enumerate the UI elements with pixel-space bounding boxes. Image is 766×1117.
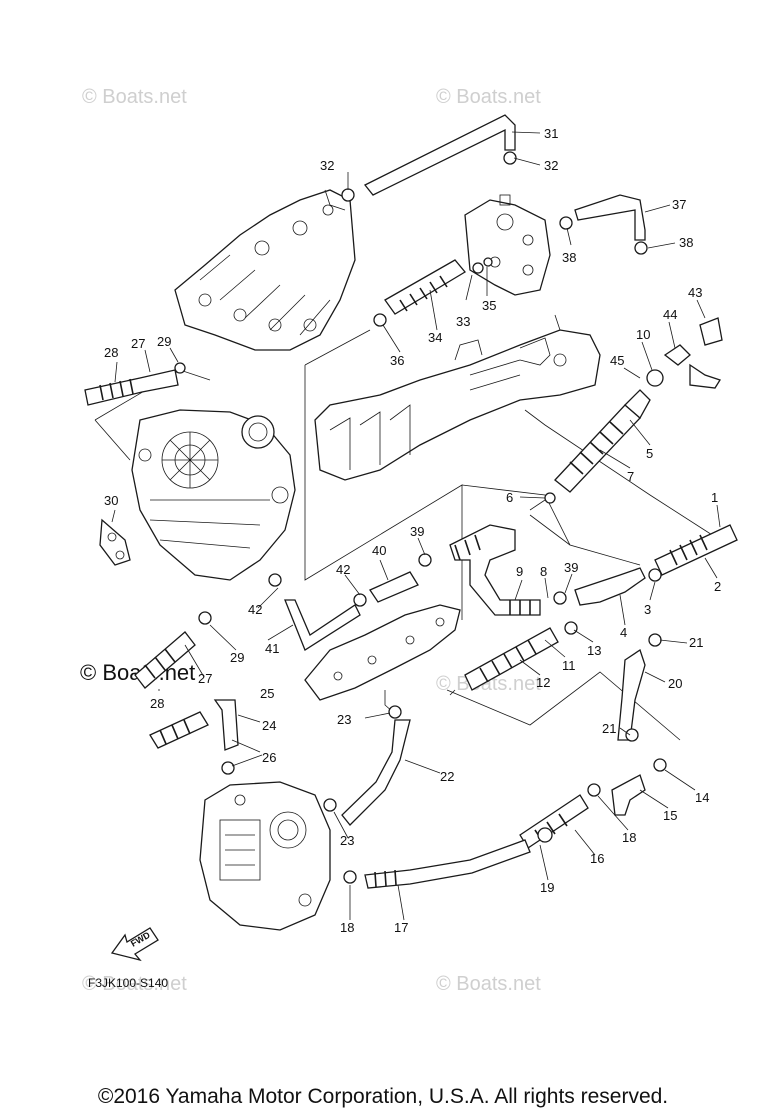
watermark: © Boats.net	[436, 86, 541, 108]
callout-34: 34	[428, 330, 442, 345]
callout-29: 29	[230, 650, 244, 665]
callout-45: 45	[610, 353, 624, 368]
exhaust-chamber	[314, 329, 601, 481]
callout-38: 38	[562, 250, 576, 265]
callout-11: 11	[562, 658, 576, 673]
callout-17: 17	[394, 920, 408, 935]
exhaust-manifold	[174, 189, 356, 351]
callout-31: 31	[544, 126, 558, 141]
callout-28: 28	[150, 696, 164, 711]
copyright-notice: ©2016 Yamaha Motor Corporation, U.S.A. A…	[97, 1085, 669, 1108]
callout-3: 3	[644, 602, 651, 617]
callout-39: 39	[410, 524, 424, 539]
callout-20: 20	[668, 676, 682, 691]
callout-13: 13	[587, 643, 601, 658]
callout-19: 19	[540, 880, 554, 895]
jet-pump	[131, 409, 296, 581]
callout-28: 28	[104, 345, 118, 360]
callout-18: 18	[622, 830, 636, 845]
callout-36: 36	[390, 353, 404, 368]
callout-25: 25	[260, 686, 274, 701]
callout-38: 38	[679, 235, 693, 250]
callout-14: 14	[695, 790, 709, 805]
callout-23: 23	[340, 833, 354, 848]
callout-numbers: 31 32 32 37 38 38 35 33 34 36 43 44 10 4…	[104, 126, 721, 935]
callout-12: 12	[536, 675, 550, 690]
callout-1: 1	[711, 490, 718, 505]
callout-42: 42	[248, 602, 262, 617]
callout-37: 37	[672, 197, 686, 212]
callout-23: 23	[337, 712, 351, 727]
callout-22: 22	[440, 769, 454, 784]
callout-16: 16	[590, 851, 604, 866]
callout-4: 4	[620, 625, 627, 640]
watermark: © Boats.net	[436, 973, 541, 995]
bottom-housing	[199, 781, 331, 931]
callout-33: 33	[456, 314, 470, 329]
diagram-code: F3JK100-S140	[88, 976, 168, 990]
small-parts	[99, 151, 723, 884]
callout-7: 7	[627, 469, 634, 484]
callout-43: 43	[688, 285, 702, 300]
callout-5: 5	[646, 446, 653, 461]
watermark: © Boats.net	[82, 973, 187, 995]
callout-10: 10	[636, 327, 650, 342]
callout-26: 26	[262, 750, 276, 765]
callout-6: 6	[506, 490, 513, 505]
callout-32: 32	[320, 158, 334, 173]
callout-8: 8	[540, 564, 547, 579]
leader-lines	[111, 131, 721, 921]
hoses	[84, 114, 738, 889]
callout-39: 39	[564, 560, 578, 575]
watermark: © Boats.net	[82, 86, 187, 108]
heat-exchanger	[304, 604, 461, 713]
callout-18: 18	[340, 920, 354, 935]
callout-15: 15	[663, 808, 677, 823]
callout-21: 21	[689, 635, 703, 650]
callout-32: 32	[544, 158, 558, 173]
watermark: © Boats.net	[436, 673, 541, 695]
callout-27: 27	[198, 671, 212, 686]
callout-42: 42	[336, 562, 350, 577]
callout-35: 35	[482, 298, 496, 313]
callout-9: 9	[516, 564, 523, 579]
callout-29: 29	[157, 334, 171, 349]
callout-24: 24	[262, 718, 276, 733]
callout-21: 21	[602, 721, 616, 736]
callout-44: 44	[663, 307, 677, 322]
callout-27: 27	[131, 336, 145, 351]
callout-41: 41	[265, 641, 279, 656]
callout-2: 2	[714, 579, 721, 594]
callout-40: 40	[372, 543, 386, 558]
fwd-arrow: FWD	[110, 927, 159, 962]
water-lock	[464, 194, 551, 296]
callout-30: 30	[104, 493, 118, 508]
